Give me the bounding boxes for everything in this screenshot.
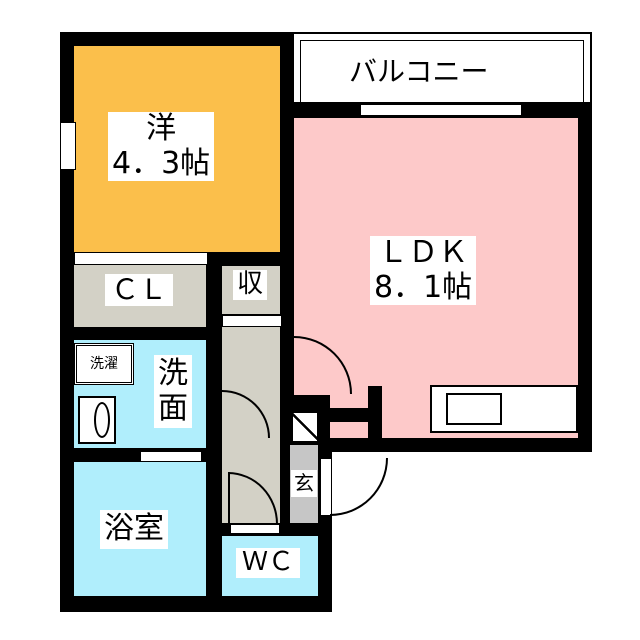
balcony [292,32,592,104]
balcony-label: バルコニー [345,55,493,89]
kitchen-sink [446,393,502,425]
storage-door [222,315,282,327]
closet-label: ＣＬ [105,273,174,307]
entrance-label: 玄 [291,470,317,497]
storage-label: 収 [233,269,268,300]
closet-door [74,252,208,265]
window-west [60,122,76,170]
wall-ldk-pillar [368,386,382,438]
laundry-space: 洗濯 [74,343,134,385]
washroom-label: 洗 面 [154,355,192,428]
shoe-box [292,412,318,442]
kitchen-counter [430,385,578,433]
bath-door [140,451,202,462]
washbasin [78,396,116,444]
front-door[interactable] [330,458,388,516]
bathroom-label: 浴室 [100,510,168,549]
front-door-frame [320,458,332,516]
laundry-label: 洗濯 [90,356,118,372]
window-balcony [360,104,522,116]
wall-ldk-stub [330,408,370,422]
wc-door-frame [230,524,280,534]
basin-bowl [94,402,110,438]
wc-label: ＷＣ [236,547,301,578]
